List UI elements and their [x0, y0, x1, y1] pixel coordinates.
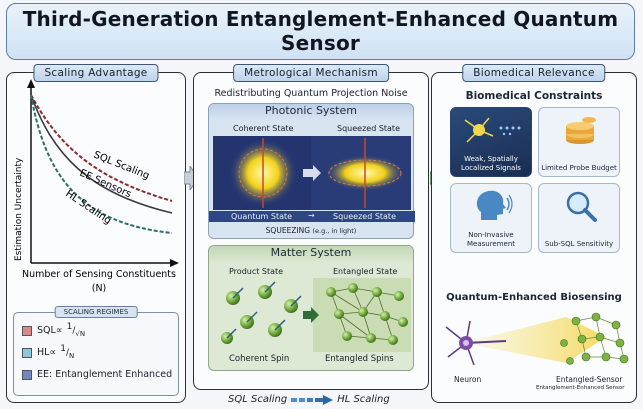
sql-curve: [30, 94, 173, 202]
flow-arrow-icon: [291, 394, 334, 405]
entangle-arrow-icon: [303, 307, 319, 323]
squeezing-caption: SQUEEZING (e.g., in light): [209, 226, 413, 235]
neuron-label: Neuron: [454, 375, 482, 384]
entangled-state-label: Entangled State: [333, 267, 398, 276]
regime-ee-row: EE: Entanglement Enhanced: [22, 369, 172, 380]
scaling-regimes-tag: SCALING REGIMES: [54, 306, 138, 318]
metrological-mechanism-tag: Metrological Mechanism: [233, 64, 389, 82]
y-axis-label: Estimation Uncertainty: [14, 157, 24, 261]
tile-limited-probe: Limited Probe Budget: [538, 107, 620, 177]
product-state-label: Product State: [229, 267, 284, 276]
coin-stack-icon: [566, 117, 596, 144]
page-title-line2: Sensor: [281, 31, 360, 55]
entangled-spins-label: Entangled Spins: [325, 354, 394, 364]
hl-curve: [30, 94, 173, 234]
quantum-arrow-icon: →: [308, 211, 315, 220]
entangled-spin-atoms: [326, 283, 408, 345]
neuron-icon: [445, 320, 507, 366]
sql-swatch: [22, 325, 32, 336]
regime-hl-label: HL∝: [37, 347, 57, 358]
head-icon: [476, 190, 513, 220]
hl-swatch: [22, 347, 32, 358]
scaling-flow: SQL Scaling HL Scaling: [228, 394, 390, 405]
tile-non-invasive: Non-Invasive Measurement: [450, 183, 532, 253]
flow-from-label: SQL Scaling: [228, 394, 288, 405]
tile-weak-signals-caption: Weak, Spatially Localized Signals: [461, 155, 521, 172]
regime-ee-label: EE: Entanglement Enhanced: [37, 369, 173, 380]
sensor-sub-label: Entanglement-Enhanced Sensor: [536, 385, 625, 391]
mechanism-subtitle: Redistributing Quantum Projection Noise: [214, 88, 408, 99]
regime-sql-label: SQL∝: [37, 325, 63, 336]
tile-weak-signals: Weak, Spatially Localized Signals: [450, 107, 532, 177]
photonic-system-title: Photonic System: [209, 104, 413, 120]
squeezed-state-label: Squeezed State: [337, 124, 400, 133]
page-title-line1: Third-Generation Entanglement-Enhanced Q…: [22, 7, 619, 31]
title-banner: Third-Generation Entanglement-Enhanced Q…: [6, 3, 635, 60]
squeezed-state-bottom-label: Squeezed State: [333, 212, 396, 221]
sensor-nodes: [560, 312, 629, 365]
squeeze-arrow-icon: [303, 165, 321, 181]
x-axis-arrow: [170, 259, 179, 267]
squeezing-bold: SQUEEZING: [265, 226, 311, 235]
photonic-system-card: Photonic System Coherent State Squeezed …: [208, 103, 415, 239]
scaling-advantage-panel: Scaling Advantage SQL Scaling EE Sensors…: [6, 64, 186, 403]
flow-to-label: HL Scaling: [337, 394, 390, 405]
x-axis-label-line1: Number of Sensing Constituents: [22, 269, 176, 280]
matter-system-title: Matter System: [209, 246, 413, 263]
biomedical-constraints-title: Biomedical Constraints: [465, 90, 603, 102]
ee-swatch: [22, 369, 32, 380]
biosensing-title: Quantum-Enhanced Biosensing: [446, 292, 622, 303]
scaling-advantage-tag: Scaling Advantage: [33, 64, 159, 82]
regime-hl-den: N: [69, 351, 75, 360]
tile-limited-probe-caption: Limited Probe Budget: [541, 163, 617, 172]
coherent-state-label: Coherent State: [233, 124, 294, 133]
spin-illustration: [221, 278, 411, 352]
regime-sql-num: 1: [66, 321, 73, 332]
biosensing-illustration: [445, 312, 629, 366]
metrological-mechanism-panel: Metrological Mechanism Redistributing Qu…: [193, 64, 429, 390]
quantum-state-label: Quantum State: [231, 212, 293, 221]
tile-sub-sql-caption: Sub-SQL Sensitivity: [544, 239, 614, 248]
biomedical-relevance-tag: Biomedical Relevance: [462, 64, 606, 82]
tile-non-invasive-caption: Non-Invasive Measurement: [466, 231, 516, 248]
x-axis-label-line2: (N): [92, 283, 107, 294]
coherent-spin-label: Coherent Spin: [229, 354, 290, 364]
y-axis-arrow: [27, 79, 35, 88]
magnifier-icon: [566, 191, 597, 222]
biomedical-relevance-panel: Biomedical Relevance Biomedical Constrai…: [431, 64, 637, 403]
scaling-regimes-box: SCALING REGIMES SQL∝ 1/√N HL∝ 1/N EE: En…: [13, 306, 179, 396]
matter-system-card: Matter System Product State Entangled St…: [208, 245, 414, 371]
tile-sub-sql: Sub-SQL Sensitivity: [538, 183, 620, 253]
coherent-spin-atoms: [221, 281, 302, 344]
regime-hl-row: HL∝ 1/N: [22, 343, 75, 360]
regime-sql-row: SQL∝ 1/√N: [22, 321, 86, 338]
sensor-label: Entangled-Sensor: [556, 375, 623, 384]
neuron-signal-icon: [464, 117, 521, 143]
squeezing-note: (e.g., in light): [312, 227, 357, 235]
regime-sql-den: √N: [75, 329, 86, 338]
regime-hl-num: 1: [60, 343, 66, 354]
hl-curve-label: HL Scaling: [63, 188, 113, 226]
scaling-plot: SQL Scaling EE Sensors HL Scaling Estima…: [14, 79, 179, 294]
ee-curve: [30, 94, 173, 214]
squeezing-illustration: [213, 136, 411, 210]
signal-beam: [464, 317, 606, 363]
